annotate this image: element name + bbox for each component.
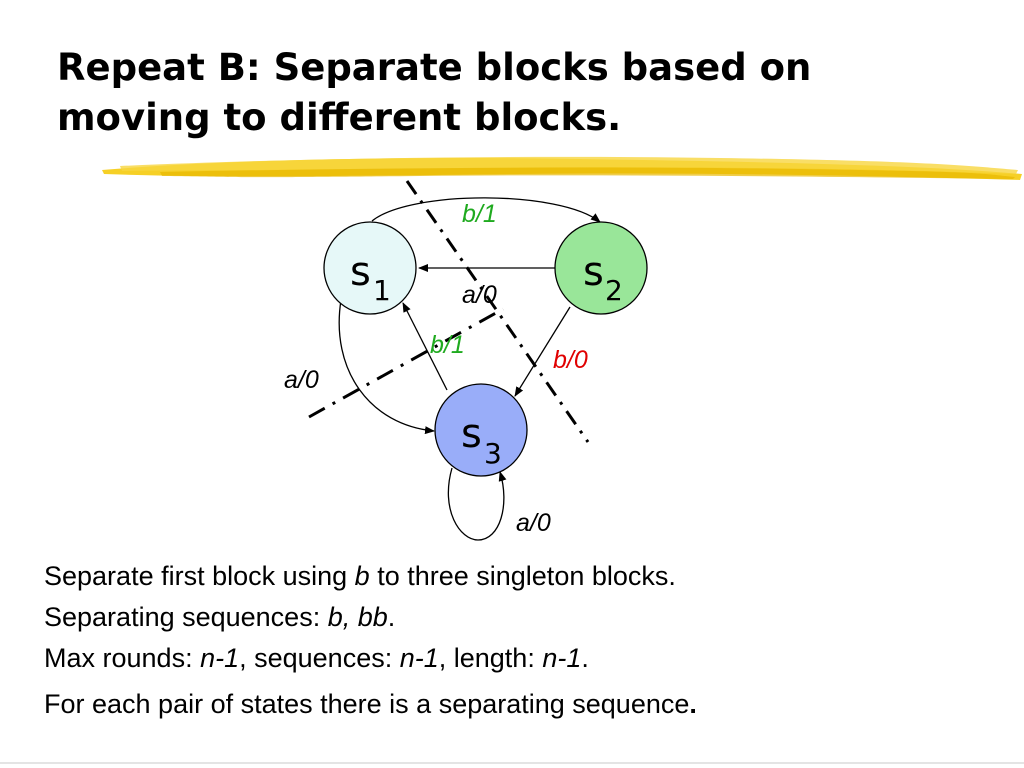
bottom-divider bbox=[0, 762, 1024, 764]
body-line-3: Max rounds: n-1, sequences: n-1, length:… bbox=[44, 643, 589, 673]
state-s1: s 1 bbox=[323, 221, 417, 315]
state-s2: s 2 bbox=[554, 221, 648, 315]
label-s1-to-s3: a/0 bbox=[284, 366, 319, 394]
title-underline-highlight bbox=[102, 156, 1022, 180]
svg-text:s: s bbox=[461, 411, 482, 457]
label-s2-to-s3: b/0 bbox=[553, 346, 588, 374]
edge-s2-to-s3 bbox=[514, 306, 571, 397]
label-s3-self: a/0 bbox=[516, 509, 551, 537]
body-text: Separate first block using b to three si… bbox=[44, 556, 1004, 725]
label-s1-to-s2: b/1 bbox=[462, 200, 497, 228]
edge-s3-self-loop bbox=[447, 467, 507, 541]
svg-text:s: s bbox=[583, 249, 604, 295]
svg-text:3: 3 bbox=[484, 437, 502, 470]
svg-text:1: 1 bbox=[373, 274, 391, 307]
state-s3: s 3 bbox=[434, 383, 528, 477]
body-line-1: Separate first block using b to three si… bbox=[44, 561, 676, 591]
slide-title: Repeat B: Separate blocks based on movin… bbox=[57, 43, 1007, 143]
title-line-2: moving to different blocks. bbox=[57, 96, 622, 139]
edge-s1-to-s3 bbox=[338, 299, 435, 435]
body-line-4: For each pair of states there is a separ… bbox=[44, 689, 697, 719]
title-line-1: Repeat B: Separate blocks based on bbox=[57, 46, 812, 89]
svg-text:2: 2 bbox=[605, 274, 623, 307]
svg-text:s: s bbox=[350, 249, 371, 295]
label-s2-to-s1: a/0 bbox=[462, 281, 497, 309]
label-s3-to-s1: b/1 bbox=[430, 331, 465, 359]
edge-s3-to-s1 bbox=[402, 302, 448, 391]
partition-line-lower bbox=[308, 307, 504, 419]
body-line-2: Separating sequences: b, bb. bbox=[44, 602, 396, 632]
edge-s1-to-s2 bbox=[371, 197, 601, 223]
